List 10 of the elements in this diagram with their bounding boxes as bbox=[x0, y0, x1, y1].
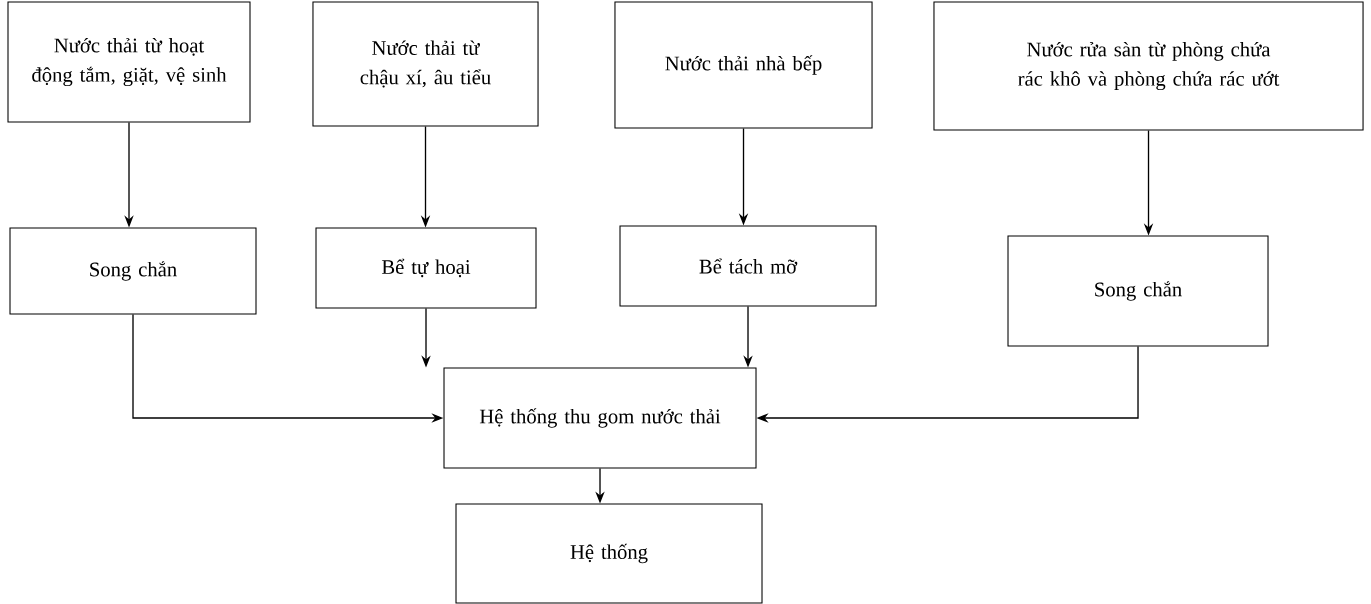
process-box: Bể tự hoại bbox=[315, 227, 537, 309]
source-box: Nước thải từ hoạt động tắm, giặt, vệ sinh bbox=[7, 1, 251, 123]
process-box: Bể tách mỡ bbox=[619, 225, 877, 307]
source-box: Nước thải nhà bếp bbox=[614, 1, 873, 129]
source-box: Nước rửa sàn từ phòng chứa rác khô và phòng chứa rác ướt bbox=[933, 1, 1364, 131]
process-box: Song chắn bbox=[9, 227, 257, 315]
source-box: Nước thải từ chậu xí, âu tiểu bbox=[312, 1, 539, 127]
process-box: Hệ thống bbox=[455, 503, 763, 604]
process-box: Hệ thống thu gom nước thải bbox=[443, 367, 757, 469]
process-box: Song chắn bbox=[1007, 235, 1269, 347]
